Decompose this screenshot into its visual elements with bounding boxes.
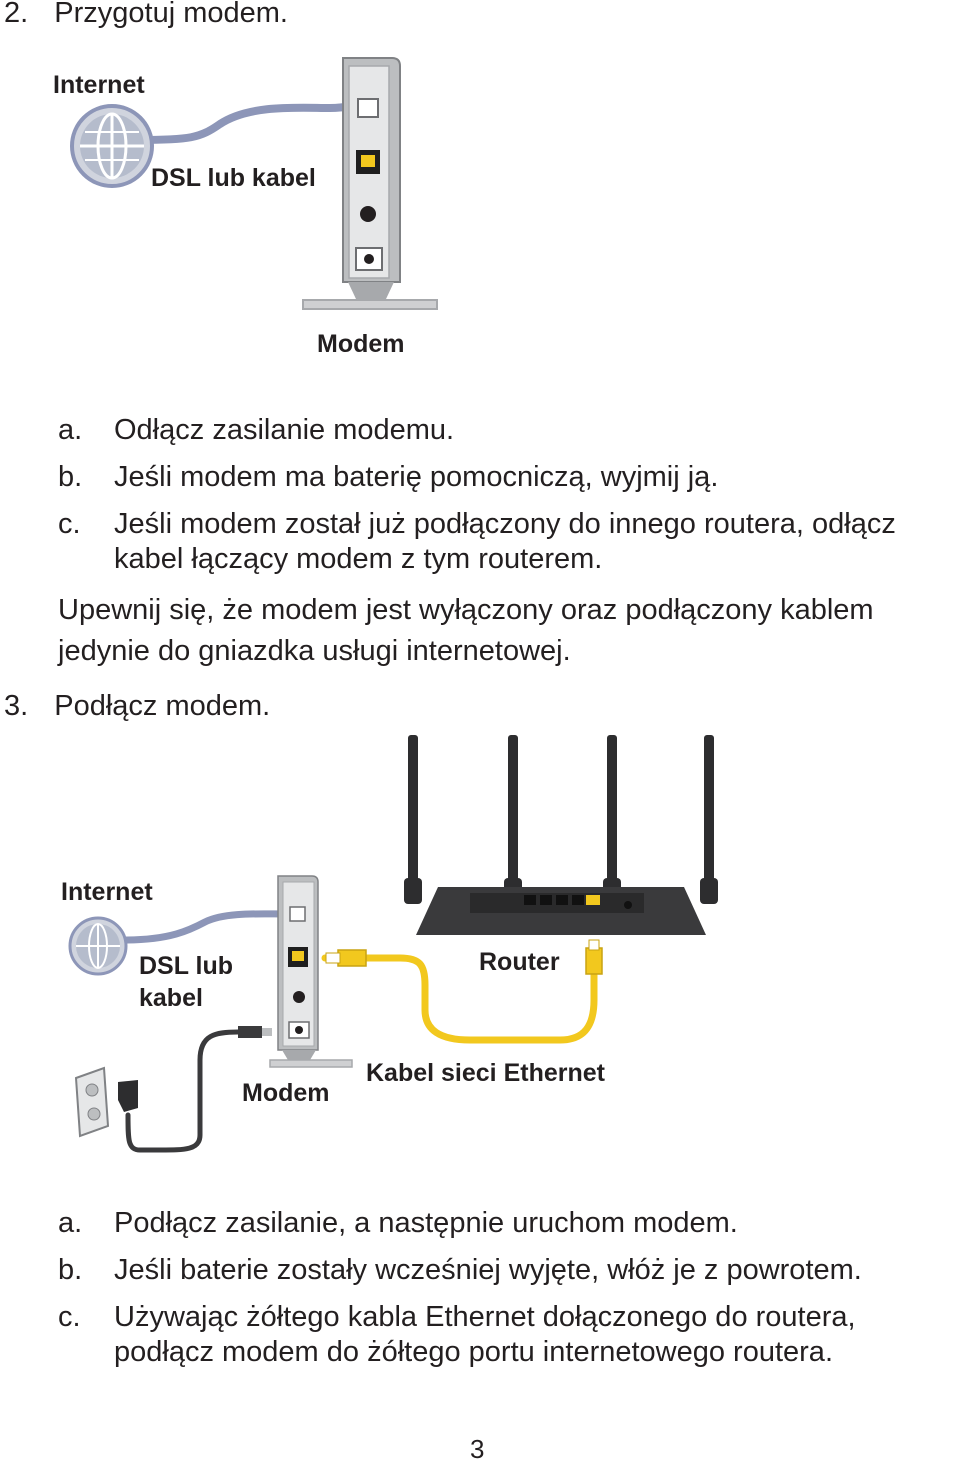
dsl-cable-label-2: DSL lub kabel	[139, 950, 233, 1014]
dsl-cable-label: DSL lub kabel	[151, 164, 316, 192]
step3-number: 3.	[4, 690, 29, 722]
step3-item-c: c. Używając żółtego kabla Ethernet dołąc…	[58, 1300, 958, 1370]
modem-device	[302, 57, 438, 310]
power-plug	[118, 1080, 138, 1112]
step3-item-a-letter: a.	[58, 1207, 83, 1239]
dsl-cable-label-2-line2: kabel	[139, 984, 203, 1012]
internet-label: Internet	[53, 71, 145, 99]
ethernet-cable	[321, 954, 598, 1044]
step3-item-c-line1: Używając żółtego kabla Ethernet dołączon…	[114, 1301, 856, 1333]
step2-item-a: a. Odłącz zasilanie modemu.	[58, 413, 958, 448]
step2-note-line1: Upewnij się, że modem jest wyłączony ora…	[58, 594, 874, 626]
dsl-cable	[134, 99, 374, 144]
step2-item-c-line1: Jeśli modem został już podłączony do inn…	[114, 508, 896, 540]
modem-diagram: Internet DSL lub kabel Modem	[0, 40, 960, 380]
step2-title: Przygotuj modem.	[54, 0, 288, 29]
step3-item-b-text: Jeśli baterie zostały wcześniej wyjęte, …	[114, 1254, 862, 1286]
globe-icon	[70, 104, 154, 188]
router-device	[416, 887, 706, 935]
ethernet-cable-label: Kabel sieci Ethernet	[366, 1059, 605, 1087]
step3-item-a: a. Podłącz zasilanie, a następnie urucho…	[58, 1206, 958, 1241]
step2-item-c-letter: c.	[58, 508, 81, 540]
dsl-cable-label-2-line1: DSL lub	[139, 952, 233, 980]
step3-item-c-letter: c.	[58, 1301, 81, 1333]
step3-heading: 3. Podłącz modem.	[4, 689, 270, 723]
step2-item-b: b. Jeśli modem ma baterię pomocniczą, wy…	[58, 460, 958, 495]
page-number: 3	[470, 1434, 485, 1464]
router-antennas	[404, 735, 718, 904]
step3-item-c-line2: podłącz modem do żółtego portu interneto…	[114, 1336, 833, 1368]
step2-item-b-text: Jeśli modem ma baterię pomocniczą, wyjmi…	[114, 461, 719, 493]
modem-device-2	[269, 875, 353, 1068]
step3-item-b: b. Jeśli baterie zostały wcześniej wyjęt…	[58, 1253, 958, 1288]
step3-title: Podłącz modem.	[54, 690, 271, 722]
modem-label-2: Modem	[242, 1079, 330, 1107]
step2-item-b-letter: b.	[58, 461, 83, 493]
step2-note: Upewnij się, że modem jest wyłączony ora…	[58, 590, 958, 672]
connection-diagram-graphic	[68, 735, 718, 1153]
step2-item-a-text: Odłącz zasilanie modemu.	[114, 414, 455, 446]
router-label: Router	[479, 948, 560, 976]
step2-item-c: c. Jeśli modem został już podłączony do …	[58, 507, 958, 577]
step3-item-b-letter: b.	[58, 1254, 83, 1286]
power-cable	[125, 1029, 241, 1153]
step2-heading: 2. Przygotuj modem.	[4, 0, 288, 30]
step2-note-line2: jedynie do gniazdka usługi internetowej.	[58, 635, 571, 667]
wall-outlet	[74, 1066, 110, 1138]
step2-number: 2.	[4, 0, 29, 29]
modem-diagram-graphic	[70, 57, 438, 310]
step2-item-c-line2: kabel łączący modem z tym routerem.	[114, 543, 603, 575]
internet-label-2: Internet	[61, 878, 153, 906]
connection-diagram: Internet DSL lub kabel Router Modem Kabe…	[0, 730, 960, 1170]
modem-label: Modem	[317, 330, 405, 358]
step3-item-a-text: Podłącz zasilanie, a następnie uruchom m…	[114, 1207, 738, 1239]
globe-icon-2	[68, 916, 128, 976]
step2-item-a-letter: a.	[58, 414, 83, 446]
